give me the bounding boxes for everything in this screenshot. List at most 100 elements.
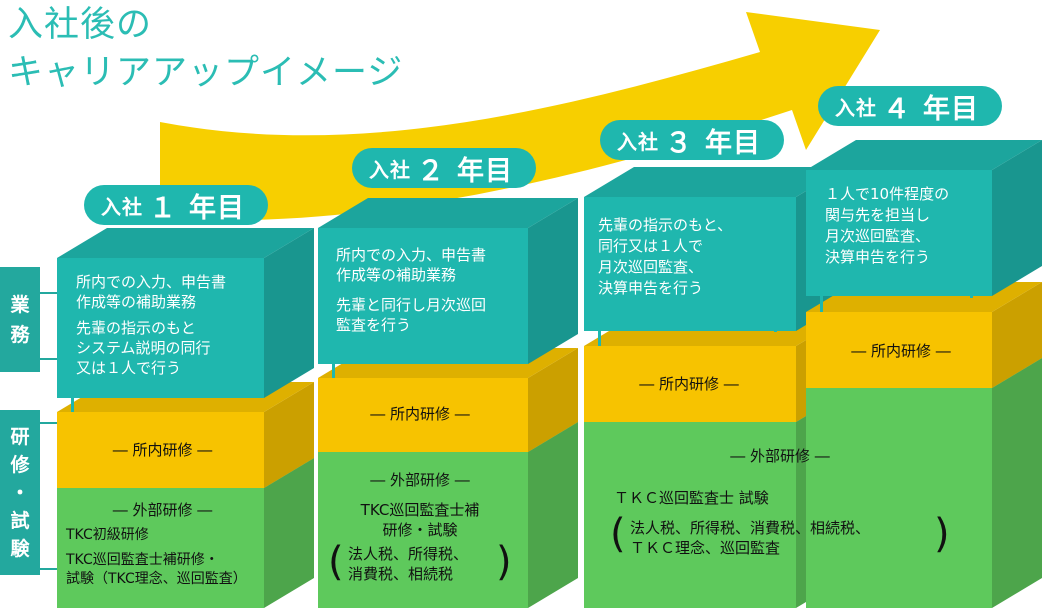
year-1-inhouse-block-front (57, 412, 264, 488)
bracket-line: 法人税、所得税、消費税、相続税、 (630, 519, 871, 537)
side-label-training-char: ・ (10, 481, 30, 504)
year-4-work: １人で10件程度の 関与先を担当し 月次巡回監査、 決算申告を行う (825, 184, 949, 268)
year-pill-num: ４ (883, 93, 911, 125)
work-line: 同行又は１人で (598, 237, 704, 255)
year-pill-post: 年目 (705, 127, 761, 159)
year-1-work-block-front (57, 258, 264, 398)
year-1-work: 所内での入力、申告書 作成等の補助業務 先輩の指示のもと システム説明の同行 又… (76, 272, 226, 378)
year-2-pill: 入社 ２ 年目 (352, 148, 536, 188)
work-line: 決算申告を行う (598, 279, 704, 297)
work-line: 所内での入力、申告書 (76, 273, 227, 291)
year-2-bracket-open: ( (328, 539, 344, 585)
year-3-bracket-text: 法人税、所得税、消費税、相続税、 ＴＫＣ理念、巡回監査 (630, 518, 870, 558)
year-3-connector-left (598, 331, 601, 346)
external-line: 研修・試験 (382, 521, 458, 539)
year-pill-pre: 入社 (101, 194, 143, 219)
year-1-pill: 入社 １ 年目 (84, 185, 268, 225)
external-line: TKC巡回監査士補研修・ (66, 552, 219, 568)
year-pill-post: 年目 (923, 93, 979, 125)
page-title-line2: キャリアアップイメージ (8, 53, 404, 93)
year-3-bracket-close: ) (934, 511, 950, 557)
work-line: 作成等の補助業務 (76, 293, 197, 311)
year-3-external-title: ― 外部研修 ― (730, 447, 830, 465)
year-4-external-block-front (806, 388, 992, 608)
year-pill-pre: 入社 (835, 95, 877, 120)
year-2-external-title: ― 外部研修 ― (370, 471, 470, 489)
year-4-inhouse-block-front (806, 312, 992, 388)
year-3-work-block-front (584, 197, 796, 331)
work-line (336, 285, 486, 295)
year-3-external-block-front (584, 422, 796, 608)
year-1-external-block-front (57, 488, 264, 608)
year-2-inhouse: ― 所内研修 ― (370, 405, 470, 423)
year-pill-num: ３ (665, 127, 693, 159)
side-label-training-char: 験 (10, 537, 30, 560)
year-1-inhouse: ― 所内研修 ― (112, 441, 213, 459)
work-line: 先輩の指示のもと (76, 319, 196, 337)
year-pill-num: １ (149, 192, 177, 224)
work-line: 決算申告を行う (825, 248, 931, 266)
year-4-inhouse-block-side (992, 282, 1042, 388)
year-4-work-block-side (992, 140, 1042, 296)
bracket-line: 法人税、所得税、 (348, 545, 469, 563)
year-4-work-block-front (806, 170, 992, 296)
external-line: TKC巡回監査士補 (360, 501, 480, 519)
year-4-pill: 入社 ４ 年目 (818, 86, 1002, 126)
side-label-training-char: 研 (10, 425, 30, 448)
side-label-training-char: 修 (10, 453, 30, 476)
work-line: システム説明の同行 (76, 339, 211, 357)
year-1-work-block-side (264, 228, 314, 398)
year-2-bracket-close: ) (496, 539, 512, 585)
year-2-work-block-top (318, 198, 578, 228)
work-line: 先輩の指示のもと、 (598, 216, 733, 234)
year-3-external: ＴＫＣ巡回監査士 試験 (614, 489, 769, 507)
side-label-training-char: 試 (10, 509, 30, 532)
side-label-work: 業 務 (0, 267, 40, 372)
year-2-external-block-side (528, 422, 578, 608)
year-1-inhouse-block-side (264, 382, 314, 488)
work-line: 又は１人で行う (76, 359, 182, 377)
bracket-line: 消費税、相続税 (348, 565, 454, 583)
work-line: 月次巡回監査、 (825, 227, 931, 245)
work-line: 所内での入力、申告書 (336, 246, 487, 264)
external-line: 試験（TKC理念、巡回監査） (66, 571, 247, 587)
year-1-external-block-side (264, 458, 314, 608)
year-2-external-block-front (318, 452, 528, 608)
year-3-bracket-open: ( (610, 511, 626, 557)
work-line: 先輩と同行し月次巡回 (336, 296, 487, 314)
side-label-work-char: 業 (10, 293, 30, 316)
work-line: 月次巡回監査、 (598, 258, 704, 276)
year-2-inhouse-block-front (318, 378, 528, 452)
year-4-inhouse: ― 所内研修 ― (851, 342, 951, 360)
side-tick (40, 422, 57, 424)
year-4-connector-left (820, 296, 823, 312)
year-2-work: 所内での入力、申告書 作成等の補助業務 先輩と同行し月次巡回 監査を行う (336, 245, 486, 335)
year-2-work-block-front (318, 228, 528, 364)
year-1-external: TKC初級研修 TKC巡回監査士補研修・ 試験（TKC理念、巡回監査） (66, 526, 247, 589)
side-label-work-char: 務 (10, 323, 30, 346)
year-2-external: TKC巡回監査士補 研修・試験 (320, 500, 520, 540)
external-line: TKC初級研修 (66, 527, 149, 543)
year-pill-post: 年目 (457, 155, 513, 187)
year-1-connector-left (71, 398, 74, 412)
work-line: １人で10件程度の (825, 185, 950, 203)
year-pill-pre: 入社 (617, 129, 659, 154)
year-1-external-title: ― 外部研修 ― (112, 501, 213, 519)
work-line: 関与先を担当し (825, 206, 931, 224)
year-3-work-block-top (584, 167, 846, 197)
year-3-inhouse: ― 所内研修 ― (639, 375, 739, 393)
year-4-work-block-top (806, 140, 1042, 170)
year-2-connector-left (332, 364, 335, 378)
side-tick (40, 568, 57, 570)
work-line: 作成等の補助業務 (336, 266, 457, 284)
year-3-work: 先輩の指示のもと、 同行又は１人で 月次巡回監査、 決算申告を行う (598, 215, 732, 299)
year-2-work-block-side (528, 198, 578, 364)
bracket-line: ＴＫＣ理念、巡回監査 (630, 539, 781, 557)
year-pill-post: 年目 (189, 192, 245, 224)
year-2-bracket-text: 法人税、所得税、 消費税、相続税 (348, 544, 468, 584)
side-tick (40, 358, 57, 360)
year-2-inhouse-block-side (528, 348, 578, 452)
